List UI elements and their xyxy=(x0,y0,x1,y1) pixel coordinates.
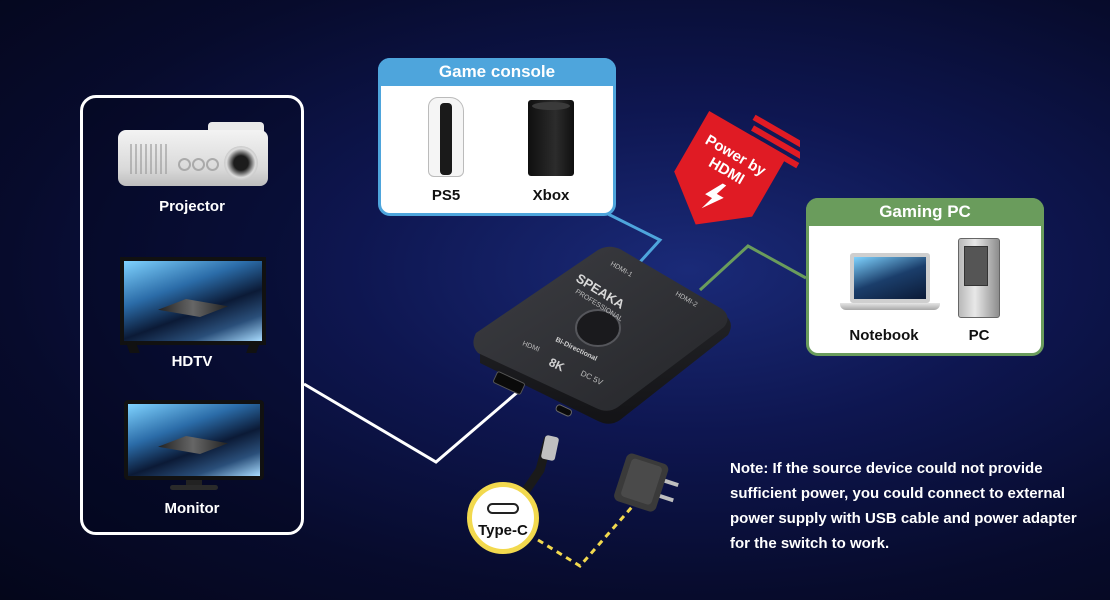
xbox-top xyxy=(532,102,570,110)
power-by-hdmi-badge: Power by HDMI xyxy=(674,111,800,225)
pc-label: PC xyxy=(968,327,990,344)
game-console-title: Game console xyxy=(378,58,616,86)
monitor-base xyxy=(170,485,218,490)
ps5-icon xyxy=(428,97,464,177)
power-dashed-line xyxy=(537,499,640,568)
usb-c-port xyxy=(555,404,573,417)
type-c-label: Type-C xyxy=(478,522,528,539)
usb-c-plug xyxy=(541,435,559,461)
hdtv-label: HDTV xyxy=(171,353,213,370)
projector-label: Projector xyxy=(159,198,225,215)
xbox-icon xyxy=(528,100,574,176)
pc-tower-window xyxy=(964,246,988,286)
ps5-label: PS5 xyxy=(431,187,461,204)
type-c-badge xyxy=(467,482,539,554)
power-note: Note: If the source device could not pro… xyxy=(730,460,1077,552)
switch-button xyxy=(575,309,621,347)
notebook-icon xyxy=(850,253,930,303)
hdtv-icon xyxy=(120,257,266,345)
monitor-neck xyxy=(186,480,202,486)
resolution-badge: 8K xyxy=(547,355,567,374)
projector-icon xyxy=(118,122,268,188)
console-connection-line xyxy=(603,210,663,264)
xbox-label: Xbox xyxy=(532,187,570,204)
monitor-label: Monitor xyxy=(164,500,220,517)
hdmi-switch-device: SPEAKA PROFESSIONAL HDMI-1 HDMI-2 HDMI B… xyxy=(473,246,731,424)
type-c-port-icon xyxy=(487,503,519,514)
power-adapter xyxy=(614,453,679,512)
lightning-icon xyxy=(701,183,727,209)
pc-connection-line xyxy=(698,244,807,292)
monitor-icon xyxy=(124,400,264,480)
notebook-label: Notebook xyxy=(849,327,919,344)
notebook-base xyxy=(840,303,940,310)
gaming-pc-title: Gaming PC xyxy=(806,198,1044,226)
output-connection-line xyxy=(303,382,521,464)
hdmi-out-port xyxy=(493,371,525,395)
